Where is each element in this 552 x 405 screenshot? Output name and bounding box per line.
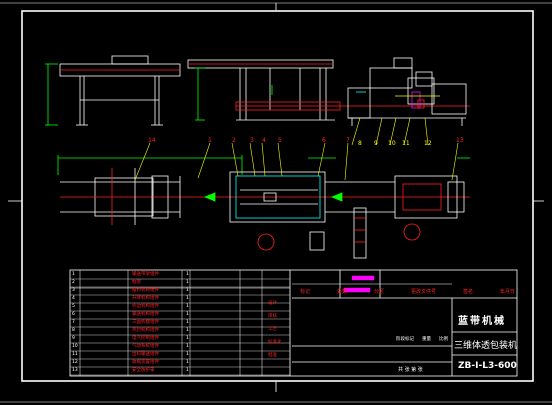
parts-row: 12 收缩装置组件 1 [72, 359, 292, 367]
part-name: 输送带架组件 [132, 272, 159, 277]
part-name: 出料输送组件 [132, 352, 159, 357]
part-number: 11 [72, 352, 78, 357]
part-qty: 1 [186, 280, 189, 285]
parts-row: 7 三面折膜组件 1 [72, 319, 292, 327]
part-qty: 1 [186, 352, 189, 357]
parts-row: 4 升降机构组件 1 [72, 295, 292, 303]
role-process: 工艺 [268, 327, 277, 332]
part-qty: 1 [186, 344, 189, 349]
parts-row: 5 折边机构组件 1 [72, 303, 292, 311]
part-number: 8 [72, 328, 75, 333]
parts-row: 1 输送带架组件 1 [72, 271, 292, 279]
balloon-4: 4 [262, 137, 266, 144]
part-qty: 1 [186, 304, 189, 309]
part-number: 3 [72, 288, 75, 293]
part-number: 1 [72, 272, 75, 277]
header-zone: 分区 [373, 289, 384, 295]
part-number: 4 [72, 296, 75, 301]
drawing-frame [21, 10, 534, 382]
parts-row: 13 安全防护罩 1 [72, 367, 292, 375]
part-number: 5 [72, 304, 75, 309]
sheet-label: 共 张 第 张 [398, 367, 423, 373]
parts-row: 10 气动系统组件 1 [72, 343, 292, 351]
part-qty: 1 [186, 368, 189, 373]
part-name: 折边机构组件 [132, 304, 159, 309]
part-number: 7 [72, 320, 75, 325]
part-name: 三面折膜组件 [132, 320, 159, 325]
company-name: 蓝带机械 [458, 316, 506, 327]
balloon-9: 9 [374, 140, 378, 147]
part-name: 气动系统组件 [132, 344, 159, 349]
part-qty: 1 [186, 312, 189, 317]
stage-mark: 阶段标记 [396, 337, 414, 342]
part-qty: 1 [186, 296, 189, 301]
title-block [69, 269, 518, 377]
balloon-1: 1 [208, 137, 212, 144]
stage-weight: 重量 [422, 337, 431, 342]
part-qty: 1 [186, 288, 189, 293]
part-name: 输送机构组件 [132, 312, 159, 317]
stage-scale: 比例 [439, 337, 448, 342]
balloon-12: 12 [424, 140, 432, 147]
balloon-5: 5 [278, 137, 282, 144]
part-name: 框架 [132, 280, 141, 285]
part-qty: 1 [186, 360, 189, 365]
header-change-doc: 更改文件号 [410, 289, 436, 295]
title-header-row: 标记 处数 分区 更改文件号 签名 年月日 [300, 288, 515, 295]
leaders [134, 117, 459, 181]
balloon-3: 3 [250, 137, 254, 144]
balloon-8: 8 [358, 140, 362, 147]
part-number: 10 [72, 344, 78, 349]
header-date: 年月日 [499, 289, 515, 295]
part-name: 电气控制组件 [132, 336, 159, 341]
role-approve: 批准 [268, 353, 277, 358]
balloon-13: 13 [456, 137, 464, 144]
drawing-number: ZB-I-L3-600 [458, 361, 517, 371]
role-standard: 标准化 [268, 340, 282, 345]
part-qty: 1 [186, 272, 189, 277]
part-number: 9 [72, 336, 75, 341]
part-name: 升降机构组件 [132, 296, 159, 301]
part-name: 安全防护罩 [132, 368, 155, 373]
part-qty: 1 [186, 320, 189, 325]
parts-row: 8 热封机构组件 1 [72, 327, 292, 335]
role-review: 审核 [268, 314, 277, 319]
part-name: 热封机构组件 [132, 328, 159, 333]
balloon-11: 11 [402, 140, 410, 147]
balloon-10: 10 [388, 140, 396, 147]
part-qty: 1 [186, 328, 189, 333]
part-number: 6 [72, 312, 75, 317]
parts-row: 9 电气控制组件 1 [72, 335, 292, 343]
parts-row: 11 出料输送组件 1 [72, 351, 292, 359]
elevation-view [45, 55, 470, 126]
stage-row: 阶段标记 重量 比例 [396, 336, 448, 342]
role-design: 设计 [268, 301, 277, 306]
parts-row: 6 输送机构组件 1 [72, 311, 292, 319]
parts-list-rows [70, 278, 290, 376]
part-qty: 1 [186, 336, 189, 341]
balloon-6: 6 [322, 137, 326, 144]
parts-row: 3 推料机构组件 1 [72, 287, 292, 295]
part-number: 13 [72, 368, 78, 373]
plan-view [57, 155, 470, 259]
balloon-7: 7 [346, 137, 350, 144]
product-name: 三维体透包装机 [454, 341, 518, 351]
header-count: 处数 [336, 289, 347, 295]
balloon-2: 2 [232, 137, 236, 144]
header-mark: 标记 [300, 289, 311, 295]
parts-row: 2 框架 1 [72, 279, 292, 287]
part-number: 2 [72, 280, 75, 285]
part-name: 推料机构组件 [132, 288, 159, 293]
title-role-column: 设计 审核 工艺 标准化 批准 [268, 300, 282, 358]
part-number: 12 [72, 360, 78, 365]
part-name: 收缩装置组件 [132, 360, 159, 365]
header-signature: 签名 [462, 289, 473, 295]
balloon-14: 14 [148, 137, 156, 144]
